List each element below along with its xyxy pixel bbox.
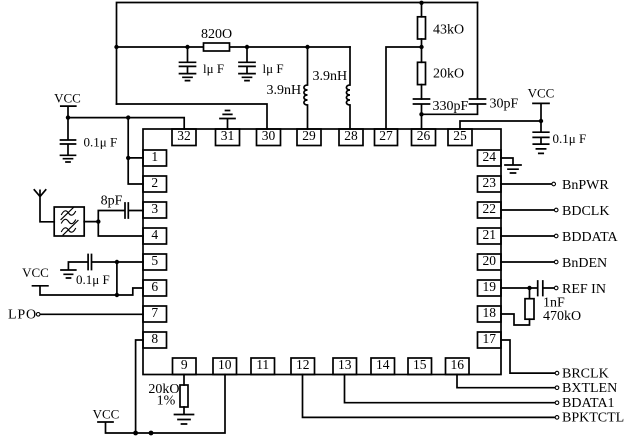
svg-text:43kO: 43kO [433,23,464,38]
svg-text:BDATA1: BDATA1 [562,396,615,411]
svg-text:32: 32 [177,128,191,143]
svg-text:lμ F: lμ F [203,61,224,76]
svg-text:0.1μ F: 0.1μ F [84,134,118,149]
svg-text:16: 16 [450,357,464,372]
svg-text:BXTLEN: BXTLEN [562,381,617,396]
svg-text:8: 8 [151,331,158,346]
svg-text:1%: 1% [157,394,176,409]
svg-text:29: 29 [302,128,316,143]
svg-text:14: 14 [376,357,390,372]
svg-text:1nF: 1nF [543,296,565,311]
svg-text:8pF: 8pF [101,194,123,209]
svg-text:20kO: 20kO [148,382,179,397]
svg-text:BDCLK: BDCLK [562,204,609,219]
svg-text:VCC: VCC [528,86,555,101]
svg-text:12: 12 [296,357,310,372]
svg-text:3: 3 [151,201,158,216]
svg-text:13: 13 [338,357,352,372]
svg-text:18: 18 [482,305,496,320]
svg-text:BDDATA: BDDATA [562,230,619,245]
svg-text:5: 5 [151,253,158,268]
svg-text:lμ F: lμ F [263,61,284,76]
svg-text:15: 15 [413,357,427,372]
svg-text:6: 6 [151,279,158,294]
svg-text:470kO: 470kO [543,309,581,324]
svg-text:VCC: VCC [22,265,49,280]
svg-text:330pF: 330pF [433,99,469,114]
svg-text:REF IN: REF IN [562,282,606,297]
svg-text:BnPWR: BnPWR [562,178,609,193]
svg-text:0.1μ F: 0.1μ F [553,131,587,146]
svg-text:VCC: VCC [54,90,81,105]
svg-text:31: 31 [221,128,235,143]
svg-text:LPO: LPO [8,308,37,323]
svg-text:820O: 820O [201,27,232,42]
svg-text:22: 22 [482,201,496,216]
svg-text:9: 9 [181,357,188,372]
svg-text:2: 2 [151,175,158,190]
svg-text:11: 11 [256,357,269,372]
svg-text:4: 4 [151,227,158,242]
svg-text:26: 26 [417,128,431,143]
svg-text:17: 17 [482,331,496,346]
svg-text:3.9nH: 3.9nH [267,83,302,98]
svg-text:BPKTCTL: BPKTCTL [562,411,624,426]
svg-text:10: 10 [218,357,232,372]
svg-text:20: 20 [482,253,496,268]
svg-text:VCC: VCC [93,407,120,422]
svg-text:23: 23 [482,175,496,190]
svg-text:28: 28 [344,128,358,143]
svg-text:3.9nH: 3.9nH [313,69,348,84]
svg-text:7: 7 [151,305,158,320]
svg-text:27: 27 [379,128,393,143]
svg-text:21: 21 [482,227,496,242]
svg-text:25: 25 [453,128,467,143]
svg-text:20kO: 20kO [433,67,464,82]
svg-text:BRCLK: BRCLK [562,366,609,381]
svg-text:30: 30 [262,128,276,143]
svg-text:BnDEN: BnDEN [562,256,607,271]
svg-text:1: 1 [151,149,158,164]
svg-text:24: 24 [482,149,496,164]
svg-text:0.1μ F: 0.1μ F [76,272,110,287]
svg-text:19: 19 [482,279,496,294]
svg-text:30pF: 30pF [490,97,519,112]
